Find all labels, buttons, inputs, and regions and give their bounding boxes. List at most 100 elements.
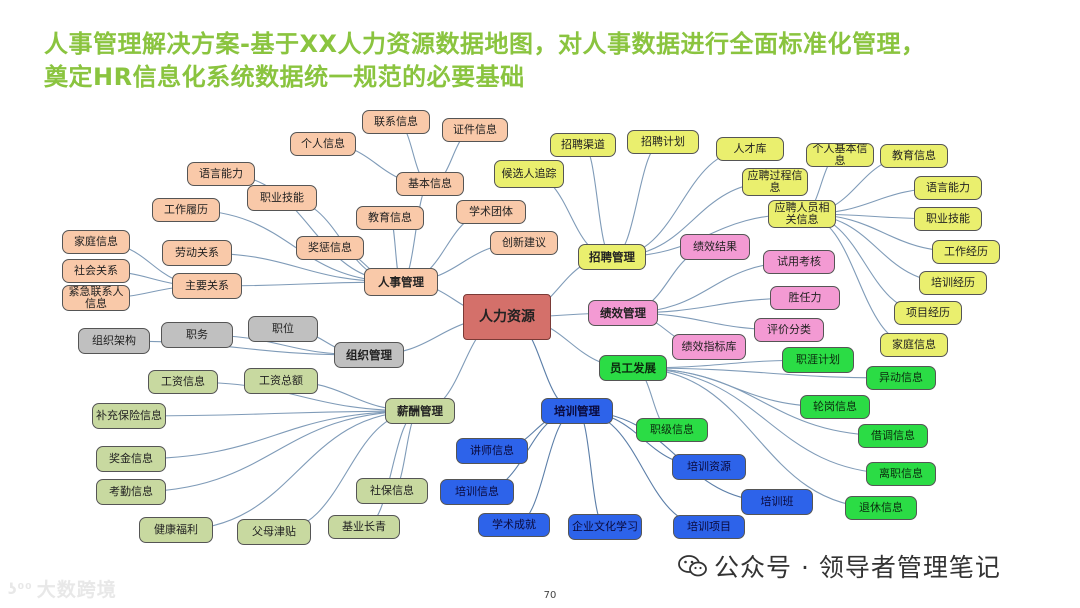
node-family-p: 家庭信息 (62, 230, 130, 254)
node-org-struct: 组织架构 (78, 328, 150, 354)
node-label: 候选人追踪 (501, 167, 557, 180)
node-label: 奖金信息 (109, 452, 153, 465)
node-label: 主要关系 (185, 279, 229, 292)
watermark-logo-icon: ʖ⁰⁰ (8, 579, 33, 598)
link-dev-retire (632, 367, 882, 509)
node-label: 家庭信息 (892, 338, 936, 351)
node-emergency: 紧急联系人信息 (62, 285, 130, 311)
node-evaluation: 评价分类 (754, 318, 824, 342)
watermark-right: 公众号 · 领导者管理笔记 (678, 548, 1001, 584)
node-label: 应聘人员相关信息 (774, 201, 830, 226)
node-personal: 个人信息 (290, 132, 356, 156)
link-recruit-plan (611, 141, 664, 258)
node-label: 培训管理 (554, 404, 600, 418)
node-fund: 基业长青 (328, 515, 400, 539)
node-label: 学术团体 (469, 205, 513, 218)
node-academic: 学术团体 (456, 200, 526, 224)
node-rank: 职级信息 (636, 418, 708, 442)
node-label: 招聘计划 (641, 135, 685, 148)
node-label: 工作经历 (944, 245, 988, 258)
node-a-skill: 职业技能 (914, 207, 982, 231)
node-talent: 人才库 (716, 137, 784, 161)
node-label: 借调信息 (871, 429, 915, 442)
node-a-family: 家庭信息 (880, 333, 948, 357)
node-label: 个人信息 (301, 137, 345, 150)
node-leave: 离职信息 (866, 462, 936, 486)
node-training: 培训管理 (541, 398, 613, 424)
node-culture: 企业文化学习 (568, 514, 642, 540)
node-label: 轮岗信息 (813, 400, 857, 413)
node-label: 培训班 (760, 495, 794, 508)
node-a-personal: 个人基本信息 (806, 143, 874, 167)
node-label: 培训资源 (687, 460, 731, 473)
node-label: 创新建议 (502, 236, 546, 249)
link-salary-welfare (175, 410, 421, 531)
node-personnel: 人事管理 (364, 268, 438, 296)
node-label: 基本信息 (408, 177, 452, 190)
node-train-project: 培训项目 (673, 515, 745, 539)
node-label: 职位 (272, 322, 294, 335)
watermark-left: ʖ⁰⁰ 大数跨境 (8, 575, 117, 602)
node-social: 社会关系 (62, 259, 130, 283)
node-contact: 联系信息 (362, 110, 430, 134)
node-label: 联系信息 (374, 115, 418, 128)
node-dev: 员工发展 (599, 355, 667, 381)
node-a-lang: 语言能力 (914, 176, 982, 200)
node-labor: 劳动关系 (162, 240, 232, 266)
node-label: 招聘渠道 (561, 138, 605, 151)
node-lecturer: 讲师信息 (456, 438, 528, 464)
node-org: 组织管理 (334, 342, 404, 368)
node-social-sec: 社保信息 (356, 478, 428, 504)
node-label: 教育信息 (368, 211, 412, 224)
node-workhist-p: 工作履历 (152, 198, 220, 222)
node-parent-sub: 父母津贴 (237, 519, 311, 545)
node-duty: 职务 (161, 322, 233, 348)
node-label: 异动信息 (879, 371, 923, 384)
node-label: 人才库 (733, 142, 767, 155)
node-label: 退休信息 (859, 501, 903, 514)
node-label: 职涯计划 (796, 353, 840, 366)
link-salary-wage (182, 381, 421, 412)
node-a-edu: 教育信息 (880, 144, 948, 168)
node-label: 招聘管理 (589, 250, 635, 264)
slide-title-line-2: 奠定HR信息化系统数据统一规范的必要基础 (44, 63, 525, 91)
slide-title: 人事管理解决方案-基于XX人力资源数据地图，对人事数据进行全面标准化管理， 奠定… (44, 28, 1054, 94)
node-retire: 退休信息 (845, 496, 917, 520)
node-mainrel: 主要关系 (172, 273, 242, 299)
link-salary-fund (363, 410, 421, 528)
node-applicant: 应聘人员相关信息 (768, 200, 836, 228)
link-dev-transfer (632, 367, 902, 379)
node-perf-result: 绩效结果 (680, 234, 750, 260)
node-label: 评价分类 (767, 323, 811, 336)
node-label: 劳动关系 (175, 246, 219, 259)
node-rotation: 轮岗信息 (800, 395, 870, 419)
node-label: 个人基本信息 (812, 143, 868, 167)
node-skill-p: 职业技能 (247, 185, 317, 211)
node-innovation: 创新建议 (490, 231, 558, 255)
node-lang-p: 语言能力 (187, 162, 255, 186)
node-label: 奖惩信息 (308, 241, 352, 254)
node-a-train: 培训经历 (919, 271, 987, 295)
node-transfer: 异动信息 (866, 366, 936, 390)
link-salary-bonus (130, 410, 421, 460)
node-wage-total: 工资总额 (244, 368, 318, 394)
node-label: 培训信息 (455, 485, 499, 498)
node-label: 学术成就 (492, 518, 536, 531)
node-cert: 证件信息 (442, 118, 508, 142)
node-position: 职位 (248, 316, 318, 342)
node-tracking: 候选人追踪 (494, 160, 564, 188)
node-label: 职务 (186, 328, 208, 341)
link-training-achievement (513, 410, 578, 526)
link-salary-parent-sub (273, 410, 421, 533)
node-channel: 招聘渠道 (550, 133, 616, 157)
node-secondment: 借调信息 (858, 424, 928, 448)
node-label: 企业文化学习 (572, 520, 638, 533)
node-label: 基业长青 (342, 520, 386, 533)
node-label: 人事管理 (378, 275, 424, 289)
node-bonus: 奖金信息 (96, 446, 166, 472)
link-training-culture (576, 410, 606, 528)
node-train-class: 培训班 (741, 489, 813, 515)
node-label: 薪酬管理 (397, 404, 443, 418)
node-label: 讲师信息 (470, 444, 514, 457)
node-basic: 基本信息 (396, 172, 464, 196)
